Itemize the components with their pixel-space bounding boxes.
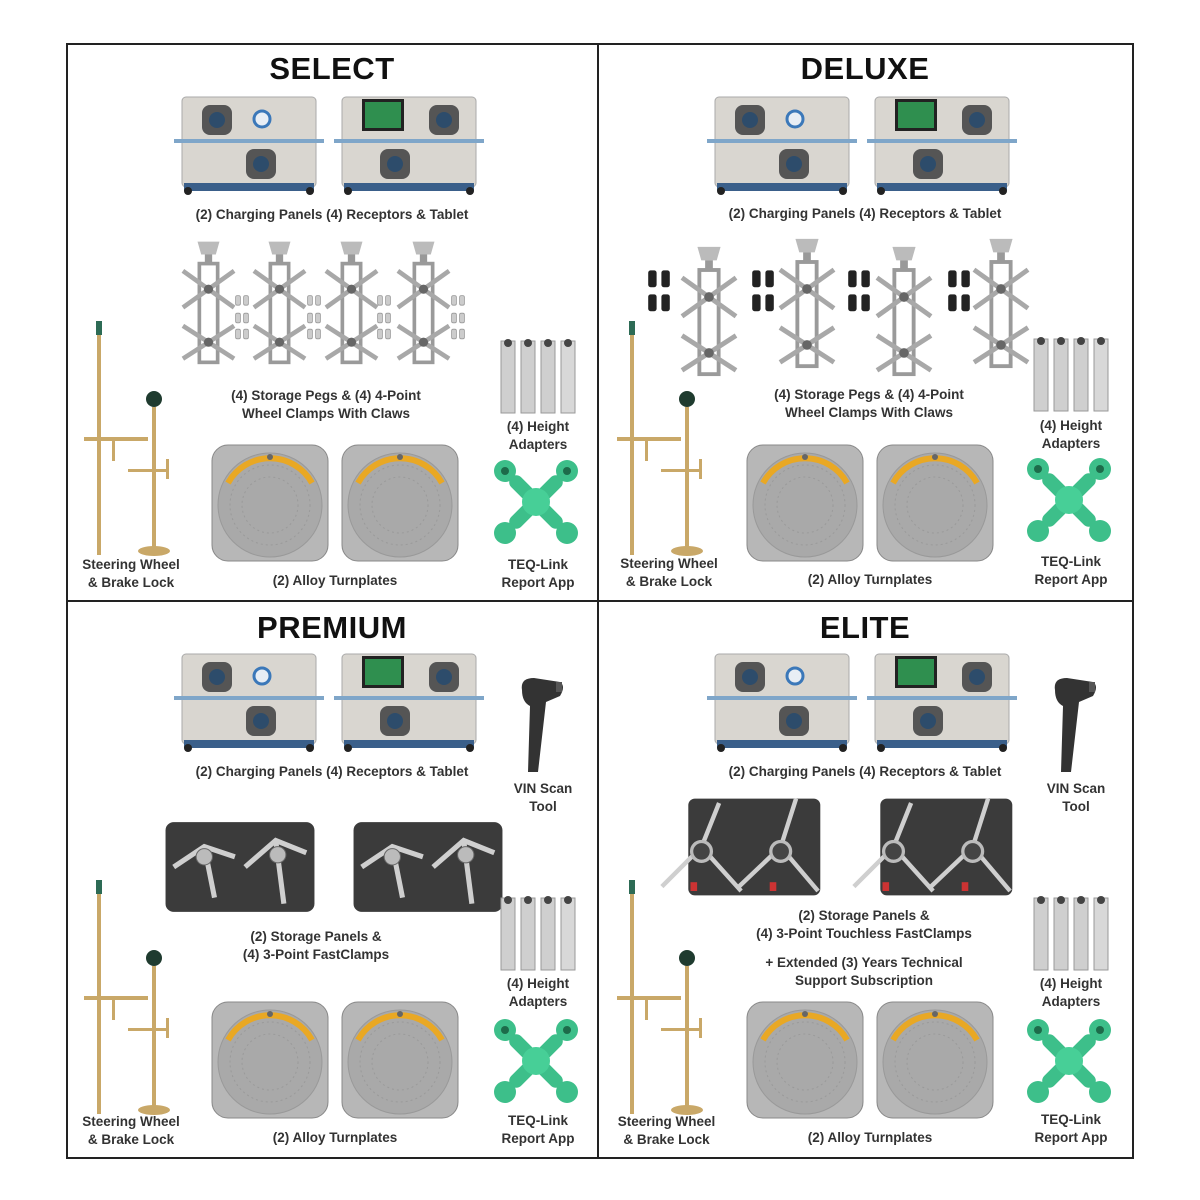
package-premium: PREMIUM (2) Charging Panels (4) Receptor… (66, 602, 598, 1158)
height-adapters-icon (498, 892, 578, 972)
panels-caption: (2) Charging Panels (4) Receptors & Tabl… (728, 764, 1002, 779)
storage-panel-icon (338, 816, 518, 918)
height-adapters-caption: (4) Height Adapters (1039, 976, 1103, 1009)
turnplate-icon (745, 443, 865, 563)
vin-scanner-icon (1049, 676, 1099, 776)
wheel-clamp-icon (396, 238, 451, 366)
turnplate-icon (340, 1000, 460, 1120)
turnplate-icon (745, 1000, 865, 1120)
storage-pegs-icon (847, 268, 871, 316)
wheel-clamp-icon (777, 235, 837, 370)
steering-caption: Steering Wheel & Brake Lock (82, 557, 180, 590)
storage-pegs-icon (306, 293, 322, 343)
steering-caption: Steering Wheel & Brake Lock (82, 1114, 180, 1147)
divider-horizontal (66, 600, 1134, 602)
height-adapters-icon (1031, 333, 1111, 413)
storage-pegs-icon (647, 268, 671, 316)
steering-brake-lock-icon (82, 319, 172, 559)
wheel-clamp-icon (252, 238, 307, 366)
storage-pegs-icon (376, 293, 392, 343)
clamps-caption: (2) Storage Panels & (4) 3-Point Touchle… (756, 908, 972, 941)
turnplates-caption: (2) Alloy Turnplates (807, 572, 933, 587)
clamps-caption: (4) Storage Pegs & (4) 4-Point Wheel Cla… (774, 387, 964, 420)
teq-link-icon (491, 1016, 581, 1106)
turnplate-icon (340, 443, 460, 563)
steering-caption: Steering Wheel & Brake Lock (620, 556, 718, 589)
storage-pegs-icon (751, 268, 775, 316)
touchless-storage-panel-icon (847, 792, 1017, 902)
turnplates-caption: (2) Alloy Turnplates (807, 1130, 933, 1145)
package-deluxe: DELUXE (2) Charging Panels (4) Receptors… (599, 43, 1131, 599)
vin-scanner-icon (516, 676, 566, 776)
steering-brake-lock-icon (82, 878, 172, 1118)
panels-caption: (2) Charging Panels (4) Receptors & Tabl… (195, 207, 469, 222)
teq-link-caption: TEQ-Link Report App (1034, 1112, 1108, 1145)
storage-pegs-icon (234, 293, 250, 343)
package-elite: ELITE (2) Charging Panels (4) Receptors … (599, 602, 1131, 1158)
package-title: PREMIUM (257, 610, 407, 645)
teq-link-caption: TEQ-Link Report App (501, 557, 575, 590)
height-adapters-caption: (4) Height Adapters (1039, 418, 1103, 451)
steering-caption: Steering Wheel & Brake Lock (617, 1114, 716, 1147)
height-adapters-caption: (4) Height Adapters (506, 419, 570, 452)
wheel-clamp-icon (181, 238, 236, 366)
support-caption: + Extended (3) Years Technical Support S… (765, 955, 963, 988)
vin-scan-caption: VIN Scan Tool (513, 781, 573, 814)
teq-link-icon (1024, 455, 1114, 545)
tablet-panel-icon (334, 95, 484, 195)
storage-pegs-icon (947, 268, 971, 316)
steering-brake-lock-icon (615, 878, 705, 1118)
turnplate-icon (875, 1000, 995, 1120)
charging-panel-icon (707, 95, 857, 195)
wheel-clamp-icon (324, 238, 379, 366)
charging-panel-icon (174, 652, 324, 752)
turnplate-icon (210, 1000, 330, 1120)
tablet-panel-icon (867, 652, 1017, 752)
tablet-panel-icon (867, 95, 1017, 195)
charging-panel-icon (707, 652, 857, 752)
vin-scan-caption: VIN Scan Tool (1046, 781, 1106, 814)
teq-link-caption: TEQ-Link Report App (1034, 554, 1108, 587)
teq-link-caption: TEQ-Link Report App (501, 1113, 575, 1146)
wheel-clamp-icon (971, 235, 1031, 370)
turnplates-caption: (2) Alloy Turnplates (272, 573, 398, 588)
turnplates-caption: (2) Alloy Turnplates (272, 1130, 398, 1145)
package-title: DELUXE (800, 51, 930, 86)
turnplate-icon (210, 443, 330, 563)
package-title: SELECT (269, 51, 395, 86)
storage-panel-icon (150, 816, 330, 918)
panels-caption: (2) Charging Panels (4) Receptors & Tabl… (195, 764, 469, 779)
height-adapters-icon (1031, 892, 1111, 972)
turnplate-icon (875, 443, 995, 563)
clamps-caption: (4) Storage Pegs & (4) 4-Point Wheel Cla… (231, 388, 421, 421)
height-adapters-icon (498, 335, 578, 415)
clamps-caption: (2) Storage Panels & (4) 3-Point FastCla… (242, 929, 390, 962)
wheel-clamp-icon (874, 243, 934, 378)
teq-link-icon (491, 457, 581, 547)
panels-caption: (2) Charging Panels (4) Receptors & Tabl… (728, 206, 1002, 221)
height-adapters-caption: (4) Height Adapters (506, 976, 570, 1009)
steering-brake-lock-icon (615, 319, 705, 559)
tablet-panel-icon (334, 652, 484, 752)
package-select: SELECT (2) Charging Panels (4) Receptors… (66, 43, 598, 599)
teq-link-icon (1024, 1016, 1114, 1106)
storage-pegs-icon (450, 293, 466, 343)
package-title: ELITE (819, 610, 911, 645)
charging-panel-icon (174, 95, 324, 195)
